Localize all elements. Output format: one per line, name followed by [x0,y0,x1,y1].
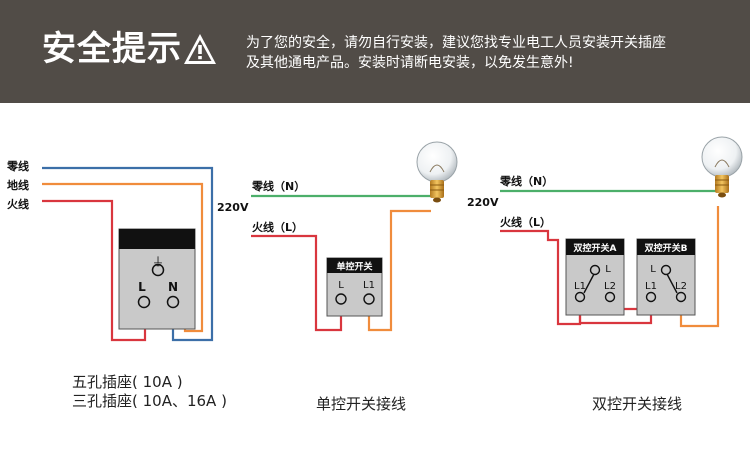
double-b-switch-blade [666,273,678,294]
socket-top-panel [119,229,195,249]
single-terminal-l: L [338,280,344,291]
single-switch-section: 零线（N） 220V 火线（L） 单控开关 L L1 [217,141,458,332]
socket-ground-label: 地线 [7,178,29,192]
double-switch-section: 零线（N） 220V 火线（L） 双控开关A L L1 L2 双控开关B L L… [467,136,743,328]
warning-line-1: 为了您的安全，请勿自行安装，建议您找专业电工人员安装开关插座 [246,35,666,51]
double-b-terminal-l2: L2 [675,281,687,292]
socket-terminal-l: L [138,280,146,294]
socket-terminal-n: N [168,280,178,294]
double-neutral-label: 零线（N） [499,174,553,188]
double-b-terminal-l1: L1 [645,281,657,292]
double-a-terminal-l: L [605,264,611,275]
double-b-terminal-l: L [650,264,656,275]
single-caption: 单控开关接线 [316,395,407,413]
single-l1-terminal [363,293,375,305]
single-light-bulb-icon [416,141,458,203]
socket-l-terminal [137,295,151,309]
double-voltage-label: 220V [467,196,499,209]
socket-section: 零线 地线 火线 ⏚ L N [6,159,214,342]
double-a-l1-terminal [574,291,586,303]
single-neutral-label: 零线（N） [251,179,305,193]
warning-line-2: 及其他通电产品。安装时请断电安装，以免发生意外! [246,55,574,71]
warning-text: 为了您的安全，请勿自行安装，建议您找专业电工人员安装开关插座 及其他通电产品。安… [246,33,726,73]
single-live-label: 火线（L） [252,220,303,234]
socket-caption-2: 三孔插座( 10A、16A ) [72,392,227,410]
double-switch-b-label-bar [637,239,695,255]
socket-live-label: 火线 [7,197,29,211]
single-live-wire [251,234,343,332]
single-switch-label-bar [327,258,382,273]
double-a-terminal-l1: L1 [574,281,586,292]
single-terminal-l1: L1 [363,280,375,291]
double-switch-b-label: 双控开关B [645,242,688,254]
double-b-common-terminal [660,264,672,276]
double-light-bulb-icon [701,136,743,198]
double-switch-a-label-bar [566,239,624,255]
single-l-terminal [335,293,347,305]
socket-ground-terminal [151,263,165,277]
double-caption: 双控开关接线 [592,395,683,413]
double-b-l2-terminal [675,291,687,303]
header-title: 安全提示 [42,29,182,69]
single-switch-label: 单控开关 [336,261,372,273]
double-a-common-terminal [589,264,601,276]
single-voltage-label: 220V [217,201,249,214]
warning-icon [184,34,216,64]
double-live-label: 火线（L） [500,215,551,229]
double-b-l1-terminal [645,291,657,303]
double-switch-a-label: 双控开关A [574,242,617,254]
socket-caption-1: 五孔插座( 10A ) [72,373,183,391]
warning-header: 安全提示 为了您的安全，请勿自行安装，建议您找专业电工人员安装开关插座 及其他通… [0,0,750,103]
double-a-l2-terminal [604,291,616,303]
double-a-switch-blade [583,273,595,294]
double-a-terminal-l2: L2 [604,281,616,292]
socket-neutral-label: 零线 [6,159,29,173]
single-lamp-wire [367,209,431,332]
wiring-diagram: 零线 地线 火线 ⏚ L N 零线（N） 220V 火线（L） 单控开关 L L… [6,136,743,342]
socket-n-terminal [166,295,180,309]
